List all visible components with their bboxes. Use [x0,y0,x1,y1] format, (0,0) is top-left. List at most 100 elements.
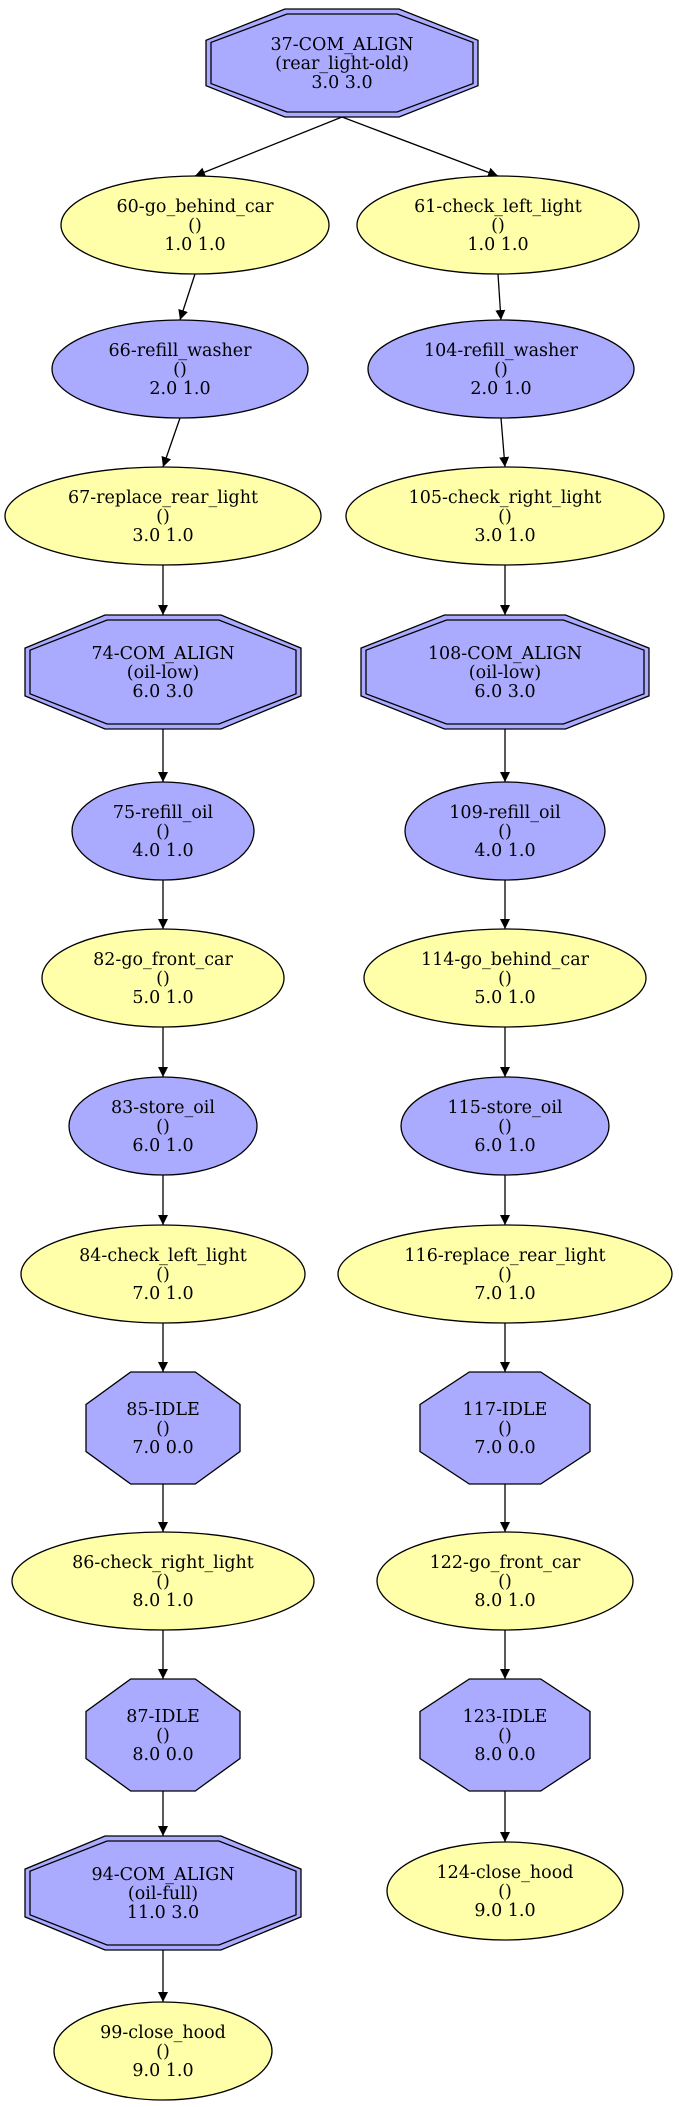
node-label-line: 6.0 3.0 [474,682,535,702]
node-label-line: 1.0 1.0 [164,235,225,255]
node-label-line: () [156,1726,170,1746]
node-label-line: 108-COM_ALIGN [428,644,582,664]
node-shape-ellipse [376,1531,634,1631]
node-label-line: 61-check_left_light [414,197,582,217]
graph-node-n82: 82-go_front_car()5.0 1.0 [41,928,285,1028]
node-shape-ellipse [20,1224,306,1324]
node-shape-ellipse [400,1076,610,1176]
node-label-line: 5.0 1.0 [474,988,535,1008]
node-label-line: 105-check_right_light [409,488,602,508]
node-label-line: (oil-low) [127,663,199,683]
node-shape-octagon [419,1371,591,1485]
graph-node-n86: 86-check_right_light()8.0 1.0 [11,1531,315,1631]
node-label-line: 99-close_hood [100,2023,226,2043]
node-shape-octagon [24,1835,302,1951]
node-label-line: () [156,1117,170,1137]
node-label-line: 6.0 1.0 [132,1136,193,1156]
node-label-line: 11.0 3.0 [127,1903,199,1923]
node-shape-inner-octagon [29,619,297,725]
node-label-line: 75-refill_oil [113,803,214,823]
graph-node-n115: 115-store_oil()6.0 1.0 [400,1076,610,1176]
node-label-line: () [156,1419,170,1439]
node-label-line: 7.0 1.0 [132,1284,193,1304]
edge-arrow [341,116,499,178]
node-label-line: () [498,969,512,989]
node-shape-ellipse [345,466,665,566]
node-shape-ellipse [4,466,322,566]
node-label-line: 109-refill_oil [449,803,561,823]
node-shape-ellipse [386,1841,624,1941]
node-label-line: 94-COM_ALIGN [91,1865,234,1885]
node-label-line: 37-COM_ALIGN [270,35,413,55]
node-label-line: () [498,1726,512,1746]
node-label-line: 60-go_behind_car [117,197,275,217]
node-label-line: 6.0 1.0 [474,1136,535,1156]
node-label-line: 3.0 1.0 [474,526,535,546]
node-shape-ellipse [71,781,255,881]
graph-node-n85: 85-IDLE()7.0 0.0 [85,1371,241,1485]
node-label-line: () [491,216,505,236]
node-label-line: () [156,1265,170,1285]
node-label-line: 104-refill_washer [424,341,579,361]
graph-node-n94: 94-COM_ALIGN(oil-full)11.0 3.0 [24,1835,302,1951]
node-shape-octagon [360,614,650,730]
node-shape-inner-octagon [365,619,645,725]
node-label-line: 3.0 3.0 [311,73,372,93]
node-label-line: () [498,1419,512,1439]
edge-arrow [178,273,196,321]
graph-node-n84: 84-check_left_light()7.0 1.0 [20,1224,306,1324]
node-label-line: (rear_light-old) [275,54,409,74]
node-label-line: () [156,2042,170,2062]
node-label-line: 123-IDLE [463,1707,548,1727]
nodes-layer: 37-COM_ALIGN(rear_light-old)3.0 3.0 60-go… [4,8,673,2101]
node-shape-ellipse [363,928,647,1028]
graph-node-n74: 74-COM_ALIGN(oil-low)6.0 3.0 [24,614,302,730]
node-label-line: () [498,507,512,527]
graph-node-n75: 75-refill_oil()4.0 1.0 [71,781,255,881]
graph-node-n109: 109-refill_oil()4.0 1.0 [404,781,606,881]
node-label-line: 4.0 1.0 [474,841,535,861]
node-label-line: 8.0 1.0 [474,1591,535,1611]
node-label-line: () [498,1572,512,1592]
graph-node-n60: 60-go_behind_car()1.0 1.0 [60,175,330,275]
graph-node-n66: 66-refill_washer()2.0 1.0 [51,319,309,419]
node-label-line: 67-replace_rear_light [68,488,258,508]
node-shape-inner-octagon [29,1840,297,1946]
node-label-line: 85-IDLE [126,1400,200,1420]
node-label-line: 74-COM_ALIGN [91,644,234,664]
node-shape-ellipse [68,1076,258,1176]
node-label-line: 122-go_front_car [430,1553,581,1573]
node-shape-octagon [205,8,479,118]
graph-node-n116: 116-replace_rear_light()7.0 1.0 [337,1224,673,1324]
graph-node-n122: 122-go_front_car()8.0 1.0 [376,1531,634,1631]
node-label-line: 7.0 0.0 [132,1438,193,1458]
graph-node-n117: 117-IDLE()7.0 0.0 [419,1371,591,1485]
edge-arrow [161,417,181,468]
graph-node-n105: 105-check_right_light()3.0 1.0 [345,466,665,566]
node-shape-ellipse [356,175,640,275]
node-label-line: 4.0 1.0 [132,841,193,861]
node-label-line: 8.0 0.0 [132,1745,193,1765]
graph-node-n99: 99-close_hood()9.0 1.0 [53,2001,273,2101]
node-label-line: 83-store_oil [111,1098,215,1118]
node-label-line: 2.0 1.0 [149,379,210,399]
node-label-line: (oil-low) [469,663,541,683]
node-label-line: 87-IDLE [126,1707,200,1727]
node-shape-ellipse [60,175,330,275]
node-shape-octagon [85,1371,241,1485]
node-label-line: () [498,1117,512,1137]
node-label-line: 2.0 1.0 [470,379,531,399]
node-label-line: () [498,1882,512,1902]
graph-node-n104: 104-refill_washer()2.0 1.0 [367,319,635,419]
node-shape-ellipse [53,2001,273,2101]
node-shape-ellipse [367,319,635,419]
node-label-line: 117-IDLE [463,1400,548,1420]
node-shape-octagon [85,1678,241,1792]
graph-node-n83: 83-store_oil()6.0 1.0 [68,1076,258,1176]
node-shape-ellipse [51,319,309,419]
node-label-line: 114-go_behind_car [421,950,590,970]
node-shape-ellipse [11,1531,315,1631]
node-shape-octagon [419,1678,591,1792]
node-label-line: () [173,360,187,380]
